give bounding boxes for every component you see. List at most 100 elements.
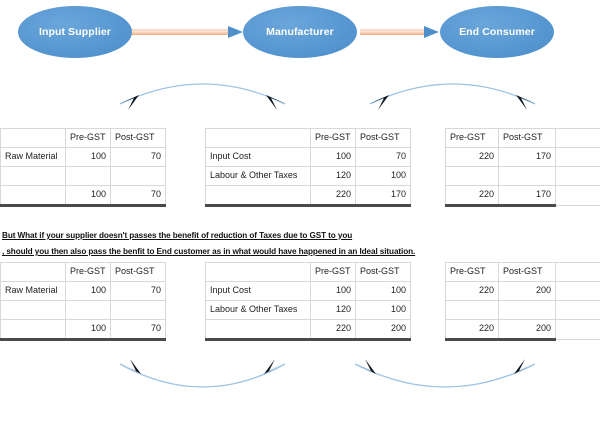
header-left-post-gst: Post-GST	[111, 129, 166, 148]
connector-manufacturer-to-consumer	[360, 26, 439, 38]
value-input-cost-pre: 100	[311, 148, 356, 167]
header-mid-post-gst: Post-GST	[356, 263, 411, 282]
cell-blank	[206, 320, 311, 340]
value-labour-pre: 120	[311, 167, 356, 186]
total-left-pre: 100	[66, 186, 111, 206]
column-gap	[166, 301, 206, 320]
header-left-pre-gst: Pre-GST	[66, 263, 111, 282]
cell-blank	[1, 186, 66, 206]
table-row-header: Pre-GST Post-GST Pre-GST Post-GST Pre-GS…	[1, 129, 600, 148]
cell-blank	[556, 301, 600, 320]
cell-blank	[446, 301, 499, 320]
label-input-cost: Input Cost	[206, 282, 311, 301]
top-curved-arrows	[0, 58, 600, 130]
curved-double-arrow-bottom-left	[120, 359, 285, 387]
column-gap	[166, 263, 206, 282]
column-gap	[411, 148, 446, 167]
column-gap	[166, 186, 206, 206]
cell-blank	[556, 129, 600, 148]
cell-blank	[556, 263, 600, 282]
supply-chain-flow-diagram: Input Supplier Manufacturer End Consumer	[0, 0, 600, 62]
cell-blank	[206, 186, 311, 206]
gst-table-non-ideal: Pre-GST Post-GST Pre-GST Post-GST Pre-GS…	[0, 128, 600, 207]
bottom-curved-arrows	[0, 352, 600, 422]
label-raw-material: Raw Material	[1, 282, 66, 301]
cell-blank	[556, 282, 600, 301]
total-mid-post: 200	[356, 320, 411, 340]
column-gap	[166, 282, 206, 301]
total-left-post: 70	[111, 186, 166, 206]
column-gap	[411, 129, 446, 148]
header-right-pre-gst: Pre-GST	[446, 263, 499, 282]
column-gap	[411, 282, 446, 301]
curved-double-arrow-top-left	[119, 84, 286, 110]
value-raw-material-post: 70	[111, 148, 166, 167]
value-input-cost-post: 70	[356, 148, 411, 167]
curved-double-arrow-top-right	[369, 84, 536, 110]
value-consumer-post: 170	[499, 148, 556, 167]
table-row-total: 100 70 220 170 220 170	[1, 186, 600, 206]
label-raw-material: Raw Material	[1, 148, 66, 167]
value-consumer-pre: 220	[446, 148, 499, 167]
label-input-cost: Input Cost	[206, 148, 311, 167]
value-raw-material-post: 70	[111, 282, 166, 301]
curved-double-arrow-bottom-right	[355, 359, 535, 387]
cell-blank	[499, 167, 556, 186]
total-left-post: 70	[111, 320, 166, 340]
value-consumer-post: 200	[499, 282, 556, 301]
value-raw-material-pre: 100	[66, 282, 111, 301]
total-mid-pre: 220	[311, 320, 356, 340]
column-gap	[166, 167, 206, 186]
table-row: Labour & Other Taxes 120 100	[1, 167, 600, 186]
label-labour-other-taxes: Labour & Other Taxes	[206, 167, 311, 186]
cell-blank	[556, 167, 600, 186]
value-input-cost-pre: 100	[311, 282, 356, 301]
value-input-cost-post: 100	[356, 282, 411, 301]
header-mid-pre-gst: Pre-GST	[311, 129, 356, 148]
node-manufacturer[interactable]	[243, 6, 357, 58]
header-right-post-gst: Post-GST	[499, 263, 556, 282]
table-row: Raw Material 100 70 Input Cost 100 100 2…	[1, 282, 600, 301]
cell-blank	[111, 167, 166, 186]
cell-blank	[1, 263, 66, 282]
header-right-post-gst: Post-GST	[499, 129, 556, 148]
value-labour-post: 100	[356, 301, 411, 320]
cell-blank	[1, 301, 66, 320]
column-gap	[166, 129, 206, 148]
total-right-pre: 220	[446, 320, 499, 340]
flow-diagram-svg	[0, 0, 600, 62]
value-labour-pre: 120	[311, 301, 356, 320]
node-input-supplier[interactable]	[18, 6, 132, 58]
cell-blank	[206, 129, 311, 148]
cell-blank	[556, 320, 600, 340]
cell-blank	[556, 186, 600, 206]
column-gap	[411, 167, 446, 186]
cell-blank	[446, 167, 499, 186]
total-right-pre: 220	[446, 186, 499, 206]
cell-blank	[206, 263, 311, 282]
cell-blank	[556, 148, 600, 167]
table-row: Labour & Other Taxes 120 100	[1, 301, 600, 320]
total-right-post: 170	[499, 186, 556, 206]
node-end-consumer[interactable]	[440, 6, 554, 58]
header-left-pre-gst: Pre-GST	[66, 129, 111, 148]
column-gap	[411, 263, 446, 282]
gst-table-ideal: Pre-GST Post-GST Pre-GST Post-GST Pre-GS…	[0, 262, 600, 341]
value-raw-material-pre: 100	[66, 148, 111, 167]
cell-blank	[1, 129, 66, 148]
table-row-total: 100 70 220 200 220 200	[1, 320, 600, 340]
table-row-header: Pre-GST Post-GST Pre-GST Post-GST Pre-GS…	[1, 263, 600, 282]
label-labour-other-taxes: Labour & Other Taxes	[206, 301, 311, 320]
note-question-line-2: , should you then also pass the benfit t…	[2, 247, 415, 256]
column-gap	[411, 301, 446, 320]
column-gap	[166, 148, 206, 167]
cell-blank	[499, 301, 556, 320]
header-right-pre-gst: Pre-GST	[446, 129, 499, 148]
note-question-line-1: But What if your supplier doesn't passes…	[2, 231, 352, 240]
header-mid-pre-gst: Pre-GST	[311, 263, 356, 282]
value-consumer-pre: 220	[446, 282, 499, 301]
connector-supplier-to-manufacturer	[122, 26, 243, 38]
cell-blank	[66, 167, 111, 186]
header-mid-post-gst: Post-GST	[356, 129, 411, 148]
header-left-post-gst: Post-GST	[111, 263, 166, 282]
